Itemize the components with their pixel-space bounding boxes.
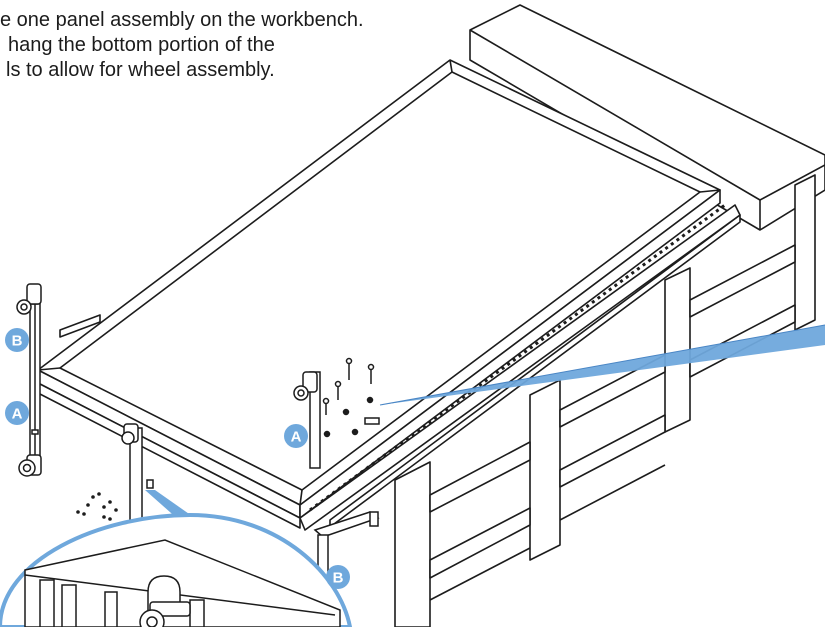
workbench-leg-back (794, 174, 816, 331)
rail-slot-line (309, 203, 726, 512)
panel-leg-a (293, 357, 380, 469)
workbench-leg-mid (664, 267, 691, 433)
workbench-leg-near (394, 461, 431, 627)
workbench-shelf-mid (559, 354, 666, 428)
callout-badge-a-left: A (5, 401, 29, 425)
instruction-line-2: hang the bottom portion of the (8, 34, 275, 56)
callout-label: B (12, 333, 23, 350)
workbench-shelf-low (429, 441, 531, 513)
caster-wheel-icon (293, 371, 318, 401)
detail-magnifier (0, 490, 353, 627)
workbench-shelf-upper (689, 244, 796, 318)
callout-label: B (333, 570, 344, 587)
callout-badge-a-mid: A (284, 424, 308, 448)
callout-label: A (12, 406, 23, 423)
bolt-icon (322, 357, 375, 415)
callout-badge-b-bottom: B (326, 565, 350, 589)
workbench-top (469, 4, 825, 231)
left-leg-assembly (16, 283, 42, 477)
workbench-shelf-bottom (429, 507, 531, 579)
caster-wheel-icon (139, 575, 191, 627)
callout-badge-b-left: B (5, 328, 29, 352)
caster-wheel-icon (16, 283, 42, 315)
callout-label: A (291, 429, 302, 446)
panel-assembly (37, 59, 741, 531)
instruction-line-1: e one panel assembly on the workbench. (0, 9, 364, 31)
instruction-text: e one panel assembly on the workbench. h… (0, 8, 470, 83)
caster-wheel-icon (18, 454, 42, 477)
caster-wheel-icon (121, 423, 139, 445)
workbench-leg-front (529, 379, 561, 561)
hardware-pieces (76, 492, 118, 521)
instruction-line-3: ls to allow for wheel assembly. (6, 59, 275, 81)
workbench (329, 4, 825, 627)
